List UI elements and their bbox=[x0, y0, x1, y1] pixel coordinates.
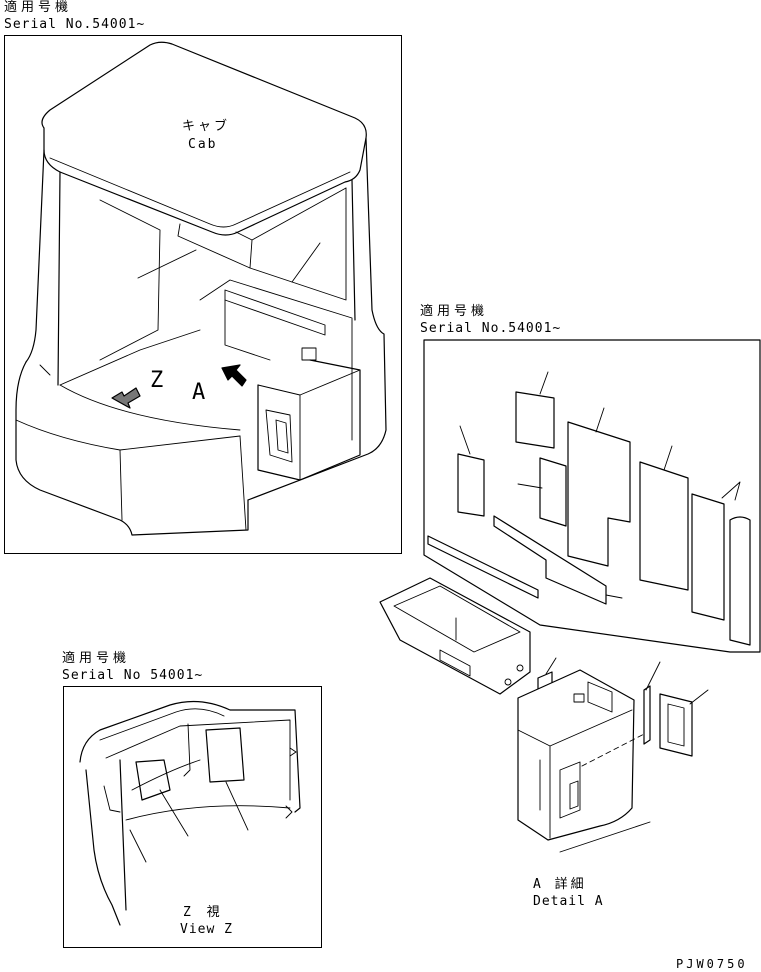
applicable-models-label-bottom: 適用号機 bbox=[62, 651, 131, 666]
cab-illustration bbox=[15, 41, 387, 536]
cab-label-en: Cab bbox=[188, 137, 218, 152]
detail-a-letter: A bbox=[192, 380, 206, 405]
view-z-frame bbox=[63, 686, 322, 948]
applicable-models-label-top: 適用号機 bbox=[4, 0, 73, 15]
insulation-parts bbox=[423, 339, 761, 653]
detail-a-label-en: Detail A bbox=[533, 894, 604, 909]
view-z-illustration bbox=[79, 700, 301, 926]
serial-number-label-top: Serial No.54001~ bbox=[4, 17, 146, 32]
applicable-models-label-right: 適用号機 bbox=[420, 304, 489, 319]
serial-number-label-bottom: Serial No 54001~ bbox=[62, 668, 204, 683]
detail-a-illustration bbox=[379, 577, 709, 853]
view-z-letter: Z bbox=[150, 368, 164, 393]
view-z-label-en: View Z bbox=[180, 922, 233, 937]
cab-label-jp: キャブ bbox=[182, 119, 231, 134]
cab-frame bbox=[4, 35, 402, 554]
serial-number-label-right: Serial No.54001~ bbox=[420, 321, 562, 336]
detail-a-label-jp: A 詳細 bbox=[533, 877, 587, 892]
view-z-label-jp: Z 視 bbox=[183, 905, 224, 920]
drawing-code: PJW0750 bbox=[676, 957, 748, 971]
